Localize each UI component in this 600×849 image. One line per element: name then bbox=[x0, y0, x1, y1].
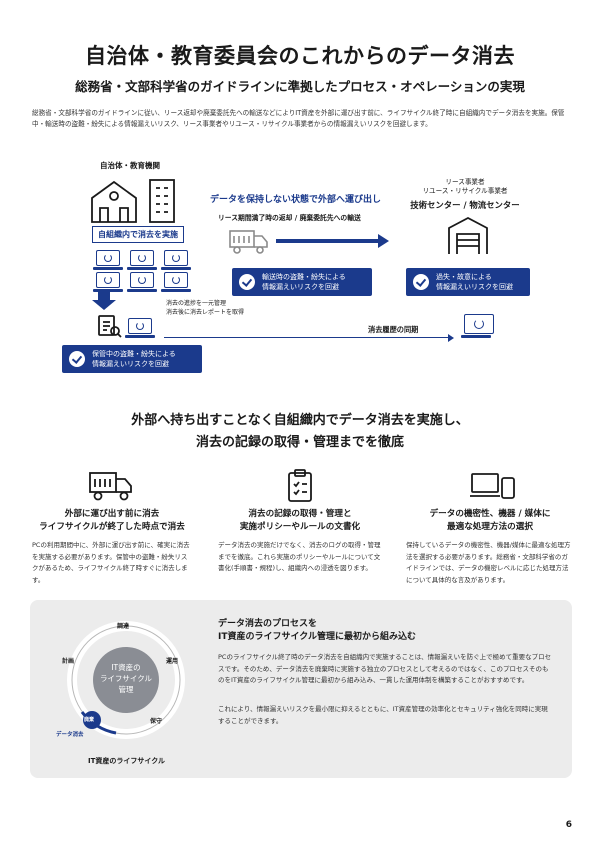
intro-text: 総務省・文部科学省のガイドラインに従い、リース返却や廃棄委託先への輸送などにより… bbox=[32, 109, 565, 128]
page-title: 自治体・教育委員会のこれからのデータ消去 bbox=[85, 44, 515, 68]
log-note-1: 消去の進捗を一元管理 bbox=[166, 300, 227, 307]
badge-vendor-risk: 過失・故意による 情報漏えいリスクを回避 bbox=[406, 268, 530, 296]
arc-label-erase: データ消去 bbox=[56, 732, 84, 738]
erase-inhouse-tag: 自組織内で消去を実施 bbox=[92, 226, 184, 243]
column-2-body: データ消去の実施だけでなく、消去のログの取得・管理までを徹底。これら実施のポリシ… bbox=[218, 541, 381, 572]
column-3-body: 保持しているデータの機密性、機器/媒体に最適な処理方法を選択する必要があります。… bbox=[406, 541, 571, 584]
laptop-icon bbox=[161, 250, 191, 270]
sync-arrow-head bbox=[448, 334, 454, 342]
middle-heading-1: 外部へ持ち出すことなく自組織内でデータ消去を実施し、 bbox=[131, 413, 469, 428]
sync-label: 消去履歴の同期 bbox=[368, 325, 419, 334]
column-1-title-2: ライフサイクルが終了した時点で消去 bbox=[39, 522, 185, 532]
sync-line bbox=[164, 337, 452, 338]
badge-transport-risk: 輸送時の盗難・紛失による 情報漏えいリスクを回避 bbox=[232, 268, 372, 296]
buildings-icon bbox=[91, 179, 175, 223]
down-arrow-icon bbox=[92, 292, 116, 310]
lifecycle-center-1: IT資産の bbox=[111, 663, 141, 672]
laptop-icon bbox=[93, 272, 123, 292]
lifecycle-center-2: ライフサイクル bbox=[99, 674, 153, 683]
transport-heading: データを保持しない状態で外部へ運び出し bbox=[210, 195, 382, 205]
process-paragraph-1: PCのライフサイクル終了時のデータ消去を自組織内で実施することは、情報漏えいを防… bbox=[218, 653, 552, 684]
vendor-name: 技術センター / 物流センター bbox=[410, 200, 520, 210]
laptop-icon bbox=[127, 250, 157, 270]
check-icon bbox=[239, 274, 255, 290]
vendor-label-1: リース事業者 bbox=[445, 178, 485, 186]
column-2-title-1: 消去の記録の取得・管理と bbox=[248, 509, 352, 519]
laptop-icon bbox=[461, 314, 494, 338]
vendor-label-2: リユース・リサイクル事業者 bbox=[422, 187, 508, 195]
truck-icon bbox=[89, 472, 132, 501]
check-icon bbox=[69, 351, 85, 367]
process-title-1: データ消去のプロセスを bbox=[218, 619, 318, 629]
stage-maintenance: 保守 bbox=[150, 718, 163, 725]
page-subtitle: 総務省・文部科学省のガイドラインに準拠したプロセス・オペレーションの実現 bbox=[75, 79, 525, 94]
process-paragraph-2: これにより、情報漏えいリスクを最小限に抑えるとともに、IT資産管理の効率化とセキ… bbox=[218, 705, 548, 725]
lifecycle-center-3: 管理 bbox=[118, 685, 134, 694]
lifecycle-diagram bbox=[67, 621, 185, 739]
devices-icon bbox=[470, 473, 515, 499]
laptop-icon bbox=[125, 318, 155, 338]
transport-arrow bbox=[276, 239, 380, 243]
log-note-2: 消去後に消去レポートを取得 bbox=[166, 309, 245, 316]
laptop-icon bbox=[161, 272, 191, 292]
process-title-2: IT資産のライフサイクル管理に最初から組み込む bbox=[218, 632, 417, 642]
stage-operation: 運用 bbox=[166, 658, 179, 665]
stage-planning: 計画 bbox=[62, 658, 75, 665]
transport-subheading: リース期間満了時の返却 / 廃棄委託先への輸送 bbox=[218, 214, 361, 222]
badge-storage-risk: 保管中の盗難・紛失による 情報漏えいリスクを回避 bbox=[62, 345, 202, 373]
laptop-icon bbox=[93, 250, 123, 270]
laptop-icon bbox=[127, 272, 157, 292]
warehouse-icon bbox=[448, 216, 488, 254]
column-2-title-2: 実施ポリシーやルールの文書化 bbox=[239, 522, 361, 532]
transport-arrow-head bbox=[378, 234, 389, 248]
stage-procurement: 調達 bbox=[117, 623, 130, 630]
lifecycle-caption: IT資産のライフサイクル bbox=[88, 757, 166, 765]
column-1-body: PCの利用期間中に、外部に運び出す前に、確実に消去を実施する必要があります。保管… bbox=[32, 541, 190, 584]
column-1-title-1: 外部に運び出す前に消去 bbox=[64, 509, 160, 519]
stage-disposal: 廃棄 bbox=[84, 717, 95, 723]
middle-heading-2: 消去の記録の取得・管理までを徹底 bbox=[195, 435, 404, 450]
log-report-icon bbox=[98, 315, 122, 338]
clipboard-icon bbox=[288, 469, 312, 502]
check-icon bbox=[413, 274, 429, 290]
column-3-title-1: データの機密性、機器 / 媒体に bbox=[429, 509, 551, 519]
page-number: 6 bbox=[565, 820, 572, 830]
truck-icon bbox=[229, 230, 268, 254]
org-label: 自治体・教育機関 bbox=[100, 161, 160, 170]
column-3-title-2: 最適な処理方法の選択 bbox=[447, 522, 533, 532]
